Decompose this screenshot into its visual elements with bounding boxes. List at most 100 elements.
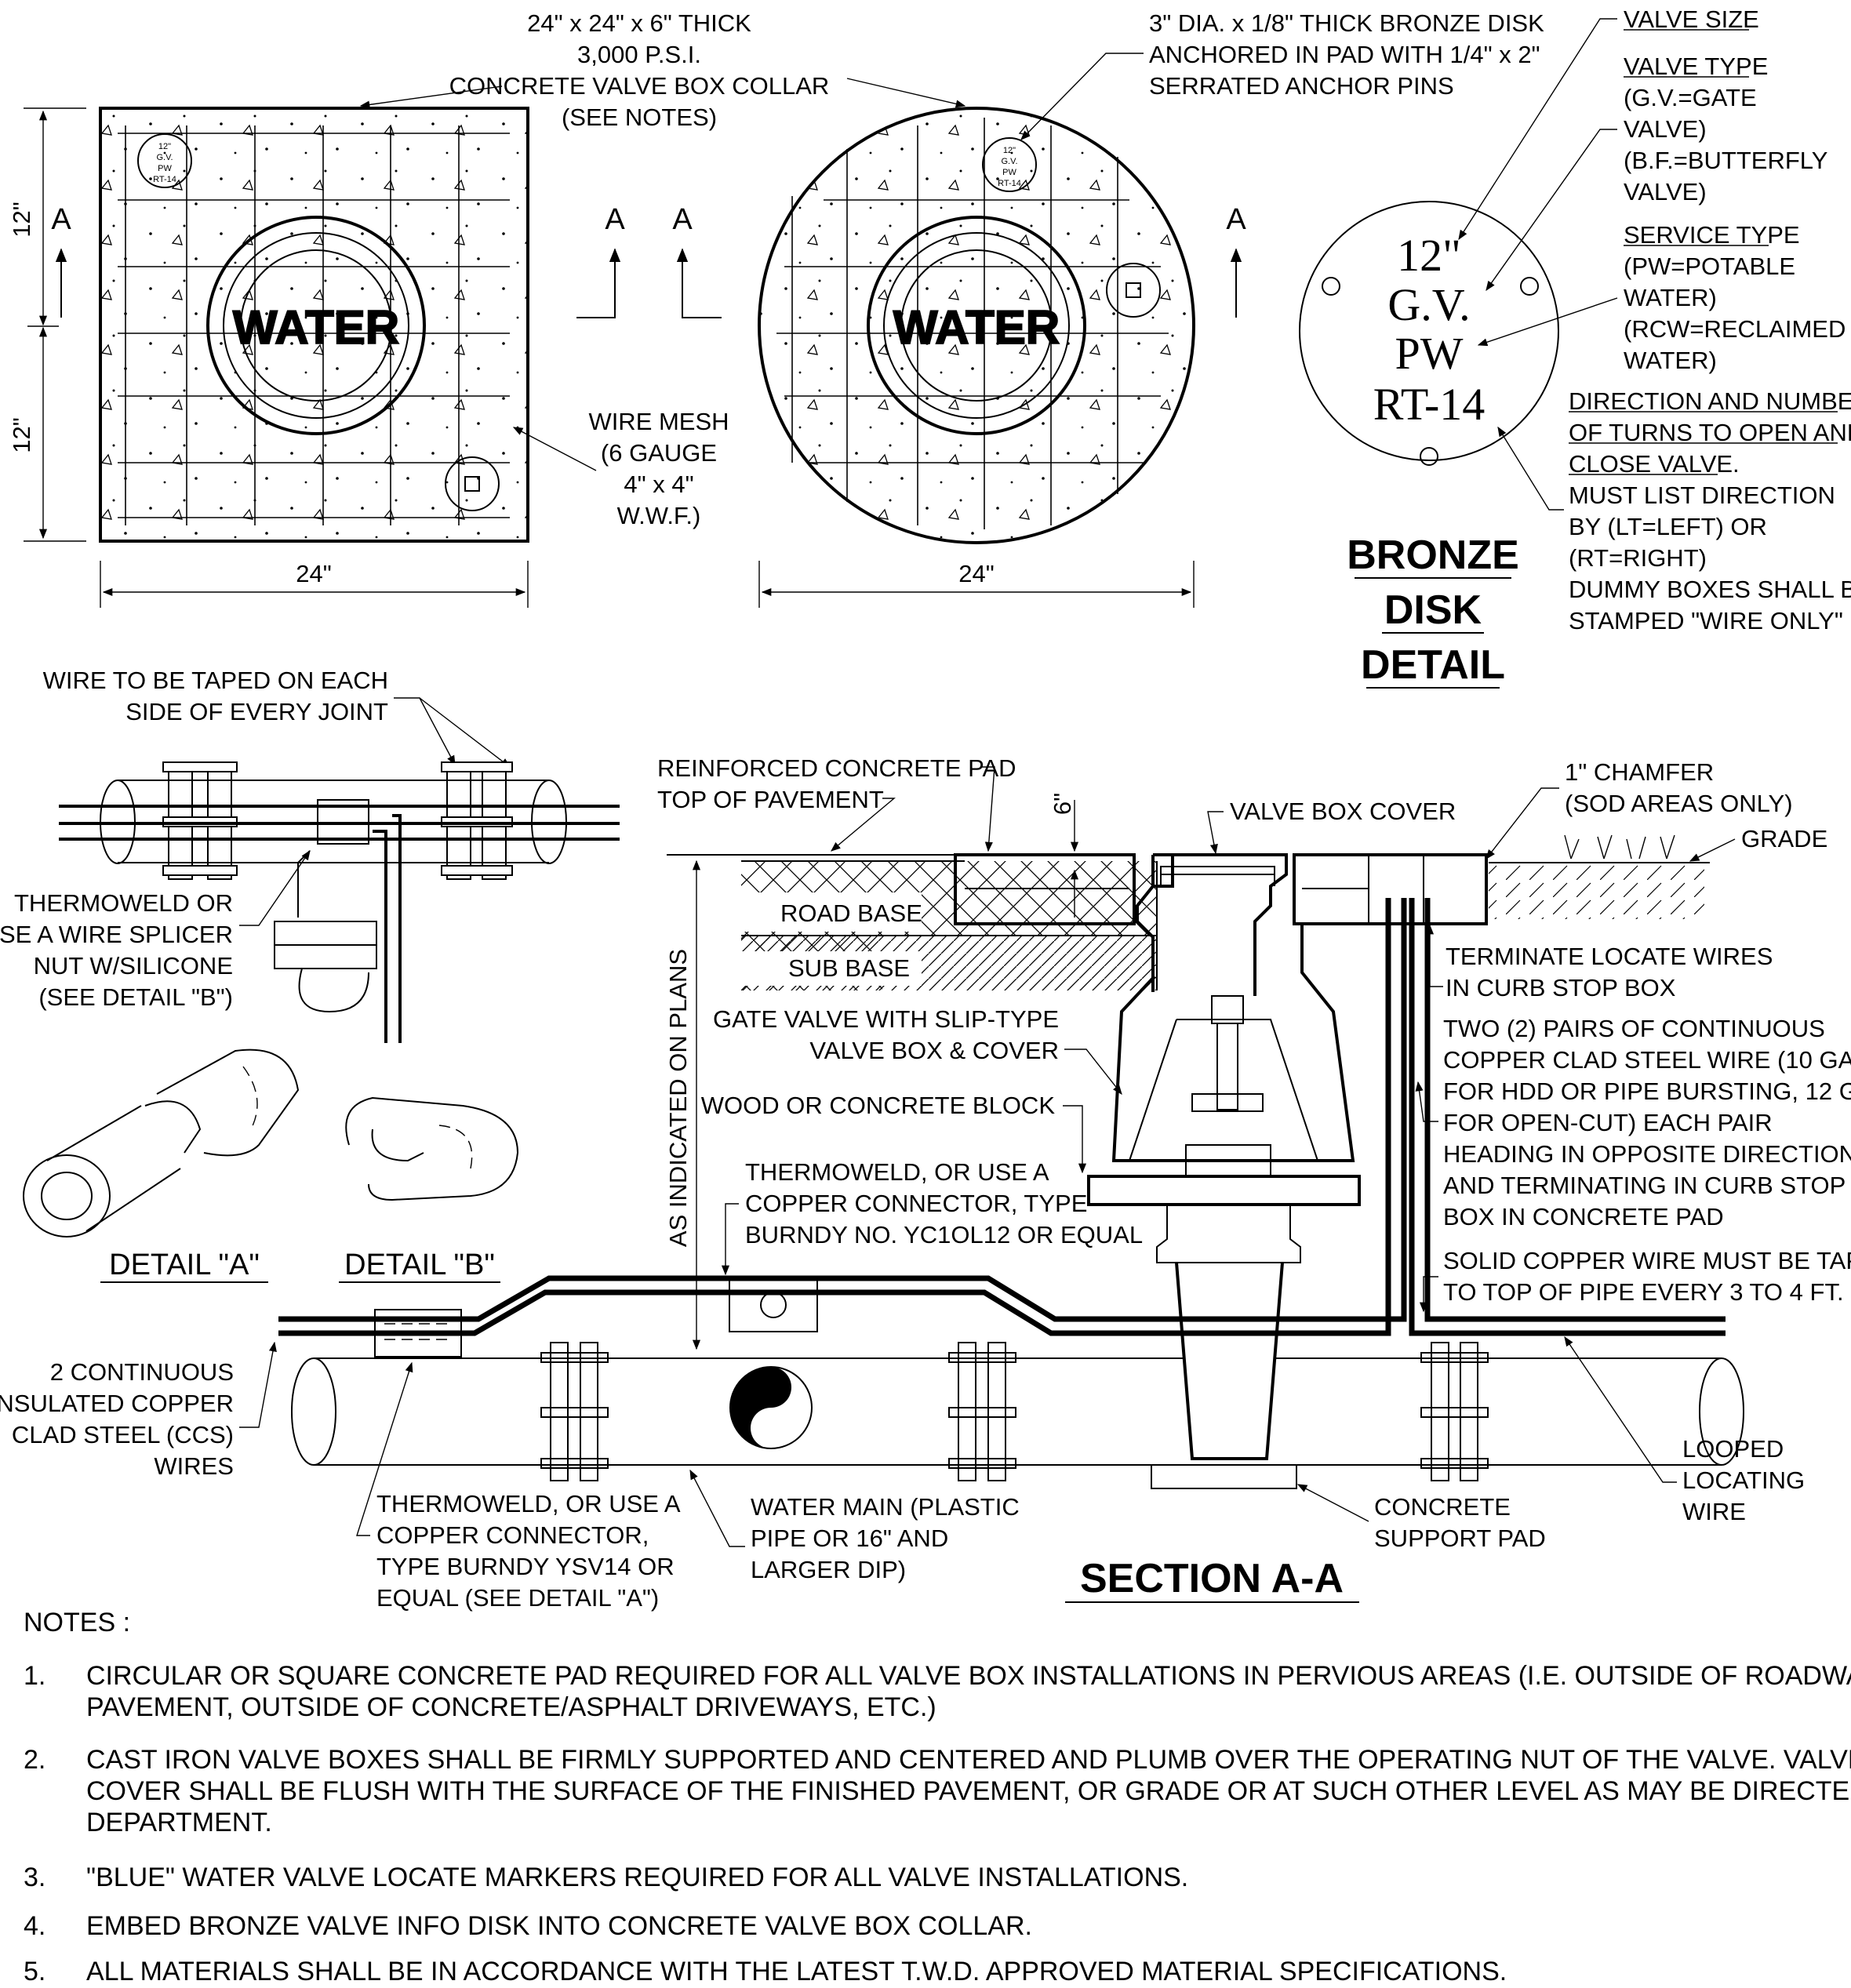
bronze-disk-title-3: DETAIL xyxy=(1361,642,1505,688)
round-wire-mesh xyxy=(776,118,1169,529)
svg-text:4.: 4. xyxy=(24,1911,45,1941)
round-collar-outline xyxy=(758,107,1195,544)
svg-text:BOX IN CONCRETE PAD: BOX IN CONCRETE PAD xyxy=(1443,1203,1724,1230)
svg-text:INSULATED COPPER: INSULATED COPPER xyxy=(0,1390,234,1417)
svg-text:CLOSE VALVE.: CLOSE VALVE. xyxy=(1569,450,1740,478)
svg-text:(SEE NOTES): (SEE NOTES) xyxy=(562,104,717,131)
svg-text:(PW=POTABLE: (PW=POTABLE xyxy=(1624,253,1795,280)
chamfer-label-line-1: 1" CHAMFER xyxy=(1565,758,1714,786)
svg-text:TYPE BURNDY YSV14 OR: TYPE BURNDY YSV14 OR xyxy=(376,1553,675,1580)
svg-text:RT-14: RT-14 xyxy=(998,179,1021,188)
square-valve-cover-ring xyxy=(206,216,426,435)
svg-text:TO TOP OF PIPE EVERY 3 TO 4 FT: TO TOP OF PIPE EVERY 3 TO 4 FT. xyxy=(1443,1278,1844,1306)
detail-b-splicer: DETAIL "B" xyxy=(339,1096,519,1283)
wood-or-concrete-block xyxy=(1087,1175,1361,1206)
road-base-label: ROAD BASE xyxy=(780,900,922,927)
disk-valve-size: 12" xyxy=(1397,230,1461,281)
curb-stop-box xyxy=(1368,854,1424,925)
note-1: CIRCULAR OR SQUARE CONCRETE PAD REQUIRED… xyxy=(86,1661,1851,1691)
svg-text:OF TURNS TO OPEN AND: OF TURNS TO OPEN AND xyxy=(1569,419,1851,446)
pad-note-line-1: REINFORCED CONCRETE PAD xyxy=(657,754,1016,782)
thermoweld-note-line-1: THERMOWELD OR xyxy=(14,889,233,917)
joint-wires xyxy=(59,805,620,841)
svg-text:PW: PW xyxy=(1002,168,1016,177)
svg-text:(G.V.=GATE: (G.V.=GATE xyxy=(1624,84,1757,111)
svg-text:(6 GAUGE: (6 GAUGE xyxy=(601,439,717,467)
svg-text:FOR OPEN-CUT) EACH PAIR: FOR OPEN-CUT) EACH PAIR xyxy=(1443,1109,1773,1136)
valve-type-heading: VALVE TYPE xyxy=(1624,53,1768,80)
svg-text:12": 12" xyxy=(1003,146,1016,155)
svg-text:RT-14: RT-14 xyxy=(153,175,176,184)
svg-text:PIPE OR 16" AND: PIPE OR 16" AND xyxy=(751,1525,948,1552)
svg-text:BY (LT=LEFT) OR: BY (LT=LEFT) OR xyxy=(1569,513,1767,540)
looped-wire-note-line-1: LOOPED xyxy=(1682,1435,1784,1463)
pipe-flanges xyxy=(540,1342,1489,1481)
concrete-pad-left xyxy=(954,853,1136,925)
svg-text:G.V.: G.V. xyxy=(1002,157,1018,166)
svg-text:LOCATING: LOCATING xyxy=(1682,1466,1805,1494)
detail-b-label: DETAIL "B" xyxy=(344,1248,495,1281)
section-title: SECTION A-A xyxy=(1080,1556,1344,1601)
note-5: ALL MATERIALS SHALL BE IN ACCORDANCE WIT… xyxy=(86,1957,1507,1986)
bronze-disk-outline xyxy=(1299,201,1559,461)
svg-text:AND TERMINATING IN CURB STOP: AND TERMINATING IN CURB STOP xyxy=(1443,1172,1846,1199)
terminate-note-line-1: TERMINATE LOCATE WIRES xyxy=(1446,943,1773,970)
svg-text:CONCRETE VALVE BOX COLLAR: CONCRETE VALVE BOX COLLAR xyxy=(449,72,830,100)
square-height-bottom-label: 12" xyxy=(8,417,35,453)
svg-text:EQUAL (SEE DETAIL "A"): EQUAL (SEE DETAIL "A") xyxy=(376,1584,659,1612)
svg-text:CLAD STEEL (CCS): CLAD STEEL (CCS) xyxy=(12,1421,234,1448)
two-pairs-note-line-1: TWO (2) PAIRS OF CONTINUOUS xyxy=(1443,1015,1825,1042)
ysv-note-line-1: THERMOWELD, OR USE A xyxy=(376,1490,681,1517)
svg-text:4" x 4": 4" x 4" xyxy=(624,471,693,498)
gate-valve-body xyxy=(1175,1262,1284,1460)
svg-text:DEPARTMENT.: DEPARTMENT. xyxy=(86,1808,272,1837)
square-height-top-label: 12" xyxy=(8,202,35,238)
valve-size-label: VALVE SIZE xyxy=(1624,5,1759,33)
note-2: CAST IRON VALVE BOXES SHALL BE FIRMLY SU… xyxy=(86,1745,1851,1775)
svg-text:NUT W/SILICONE: NUT W/SILICONE xyxy=(34,952,233,979)
bronze-disk-detail: 12" G.V. PW RT-14 VALVE SIZE VALVE TYPE … xyxy=(1299,5,1851,689)
section-mark-round-right: A xyxy=(1226,203,1246,236)
bronze-disk-title-1: BRONZE xyxy=(1347,532,1519,578)
grass-tufts xyxy=(1564,834,1675,860)
svg-text:VALVE): VALVE) xyxy=(1624,178,1707,205)
svg-text:VALVE BOX & COVER: VALVE BOX & COVER xyxy=(809,1037,1059,1064)
svg-text:BURNDY NO. YC1OL12 OR EQUAL: BURNDY NO. YC1OL12 OR EQUAL xyxy=(745,1221,1143,1248)
svg-text:(SOD AREAS ONLY): (SOD AREAS ONLY) xyxy=(1565,790,1793,817)
disk-direction: RT-14 xyxy=(1373,379,1486,430)
detail-a-connector: DETAIL "A" xyxy=(23,1049,300,1283)
tape-note-line-1: WIRE TO BE TAPED ON EACH xyxy=(43,667,388,694)
yc-connector-box xyxy=(729,1277,818,1332)
svg-text:SERRATED ANCHOR PINS: SERRATED ANCHOR PINS xyxy=(1149,72,1454,100)
svg-text:ANCHORED IN PAD WITH 1/4" x 2": ANCHORED IN PAD WITH 1/4" x 2" xyxy=(1149,41,1540,68)
svg-text:WIRE: WIRE xyxy=(1682,1498,1746,1525)
svg-text:WATER): WATER) xyxy=(1624,347,1717,374)
svg-text:(RT=RIGHT): (RT=RIGHT) xyxy=(1569,544,1707,572)
valve-box-bell xyxy=(1111,925,1355,1162)
collar-note-line-1: 24" x 24" x 6" THICK xyxy=(527,9,751,37)
disk-note-leader xyxy=(1020,53,1144,140)
sub-base-label: SUB BASE xyxy=(788,954,910,982)
note-4: EMBED BRONZE VALVE INFO DISK INTO CONCRE… xyxy=(86,1911,1032,1941)
svg-text:PAVEMENT, OUTSIDE OF CONCRETE/: PAVEMENT, OUTSIDE OF CONCRETE/ASPHALT DR… xyxy=(86,1692,936,1722)
svg-text:HEADING IN OPPOSITE DIRECTIONS: HEADING IN OPPOSITE DIRECTIONS xyxy=(1443,1140,1851,1168)
svg-text:COVER SHALL BE FLUSH WITH THE: COVER SHALL BE FLUSH WITH THE SURFACE OF… xyxy=(86,1776,1851,1806)
svg-text:COPPER CONNECTOR,: COPPER CONNECTOR, xyxy=(376,1521,649,1549)
square-collar-plan: WATER 12" G.V. PW RT-14 24" 12" 12" A A … xyxy=(8,9,966,608)
disk-service-type: PW xyxy=(1395,328,1464,379)
round-locate-marker xyxy=(1106,263,1161,318)
disk-note-line-1: 3" DIA. x 1/8" THICK BRONZE DISK xyxy=(1149,9,1544,37)
valve-box-cover-label: VALVE BOX COVER xyxy=(1230,798,1456,825)
round-valve-cover-ring xyxy=(867,216,1086,435)
svg-text:WATER): WATER) xyxy=(1624,284,1717,311)
gate-valve-note-line-1: GATE VALVE WITH SLIP-TYPE xyxy=(713,1005,1059,1033)
round-width-label: 24" xyxy=(958,560,995,587)
svg-text:FOR HDD OR PIPE BURSTING, 12 G: FOR HDD OR PIPE BURSTING, 12 GA xyxy=(1443,1078,1851,1105)
svg-text:TOP OF PAVEMENT: TOP OF PAVEMENT xyxy=(657,786,884,813)
svg-text:PW: PW xyxy=(158,164,172,173)
service-type-heading: SERVICE TYPE xyxy=(1624,221,1800,249)
svg-text:(RCW=RECLAIMED: (RCW=RECLAIMED xyxy=(1624,315,1846,343)
svg-text:USE A WIRE SPLICER: USE A WIRE SPLICER xyxy=(0,921,233,948)
wire-mesh-note-line-1: WIRE MESH xyxy=(588,408,729,435)
svg-text:3.: 3. xyxy=(24,1863,45,1892)
